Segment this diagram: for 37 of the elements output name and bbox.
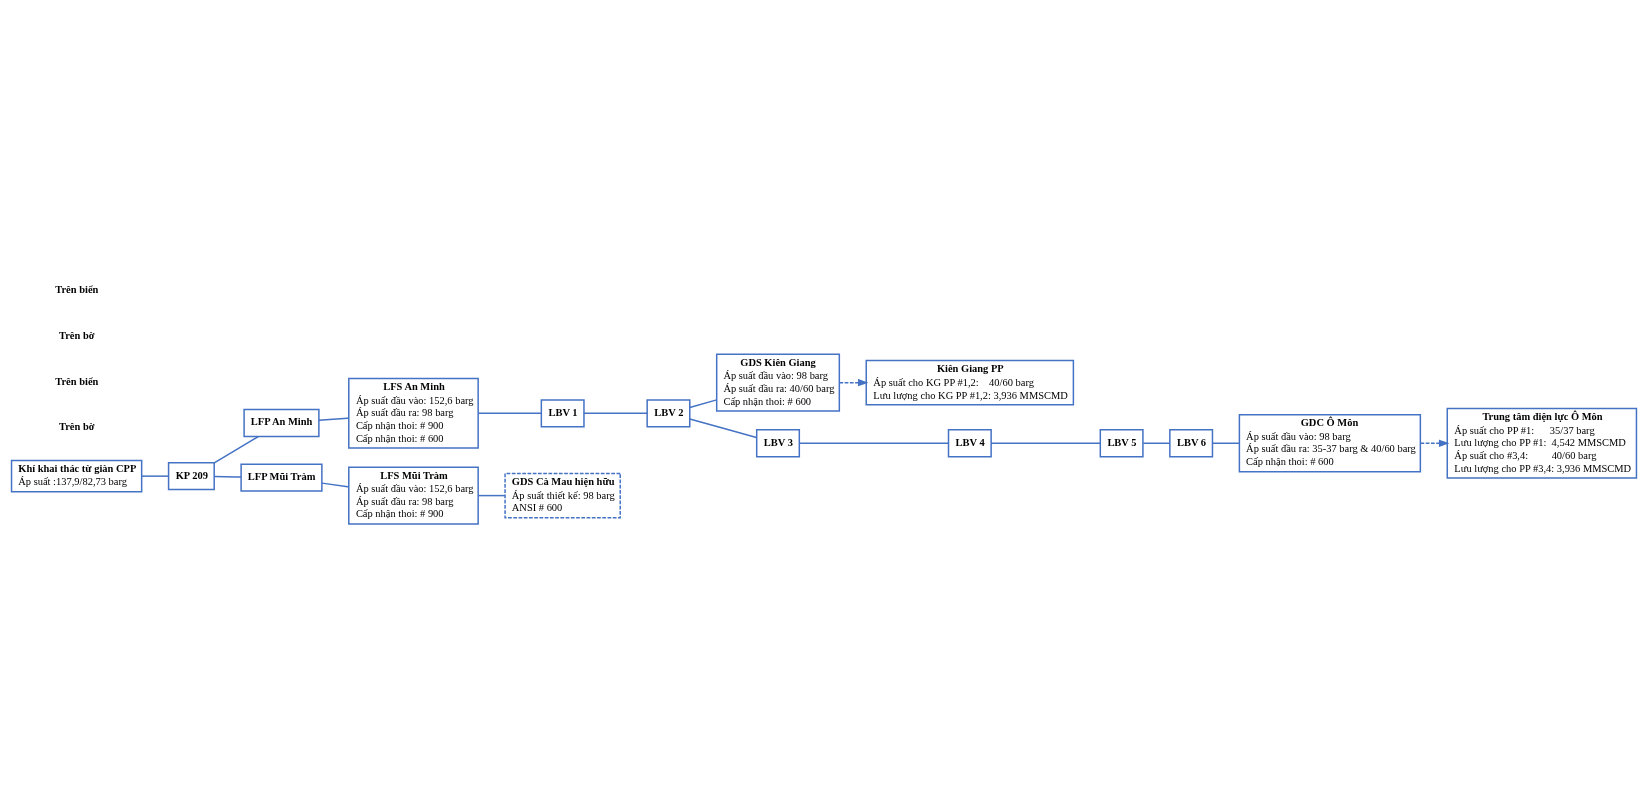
arrow (1419, 439, 1450, 447)
connector (689, 398, 718, 408)
node-box: LBV 2 (646, 398, 691, 428)
connector (213, 475, 242, 478)
node-box: LBV 4 (947, 428, 992, 457)
connector (583, 412, 648, 414)
label: Trên bờ (59, 329, 95, 341)
node-box: GDC Ô Môn Áp suất đầu vào: 98 barg Áp suất đầu ra: 35-37 barg & 40/60 barg Cấp nhận thoi: # 600 (1238, 413, 1422, 472)
label: Trên biển (55, 375, 99, 387)
connector (477, 494, 506, 496)
node-box: LBV 3 (755, 428, 801, 457)
connector (213, 435, 260, 464)
node-box: LFS Mũi Tràm Áp suất đầu vào: 152,6 barg Áp suất đầu ra: 98 barg Cấp nhận thoi: # 900 (348, 465, 479, 525)
connector (318, 416, 350, 421)
node-box: LBV 1 (540, 398, 585, 428)
connector (141, 474, 170, 477)
connector (1142, 442, 1171, 444)
node-box: GDS Kiên Giang Áp suất đầu vào: 98 barg Áp suất đầu ra: 40/60 barg Cấp nhận thoi: # 600 (715, 353, 841, 412)
node-box: LBV 5 (1099, 428, 1144, 457)
node-box: LBV 6 (1169, 428, 1214, 457)
label: Trên bờ (59, 420, 95, 432)
connector (689, 417, 758, 438)
connector (1212, 442, 1240, 444)
node-box: Kiên Giang PP Áp suất cho KG PP #1,2: 40/60 barg Lưu lượng cho KG PP #1,2: 3,936 MMSCMD (865, 359, 1075, 405)
arrow (838, 378, 869, 386)
connector (321, 481, 350, 487)
node-box: KP 209 (167, 461, 215, 490)
node-box: Khí khai thác từ giàn CPP Áp suất :137,9/82,73 barg (10, 459, 143, 493)
node-box: LFP Mũi Tràm (240, 462, 323, 492)
node-box: LFP An Minh (243, 408, 320, 437)
node-box: Trung tâm điện lực Ô Môn Áp suất cho PP #1: 35/37 barg Lưu lượng cho PP #1: 4,542 MMSCMD Áp suất cho #3,4: 40/60 barg Lưu lượng cho PP #3,4: 3,936 MMSCMD (1446, 407, 1638, 479)
label: Trên biển (55, 283, 99, 295)
connector (477, 412, 542, 414)
connector (990, 442, 1102, 444)
node-box: GDS Cà Mau hiện hữu Áp suất thiết kế: 98 barg ANSI # 600 (504, 472, 621, 518)
node-box: LFS An Minh Áp suất đầu vào: 152,6 barg Áp suất đầu ra: 98 barg Cấp nhận thoi: # 900 Cấp nhận thoi: # 600 (348, 377, 479, 449)
connector (798, 442, 950, 444)
